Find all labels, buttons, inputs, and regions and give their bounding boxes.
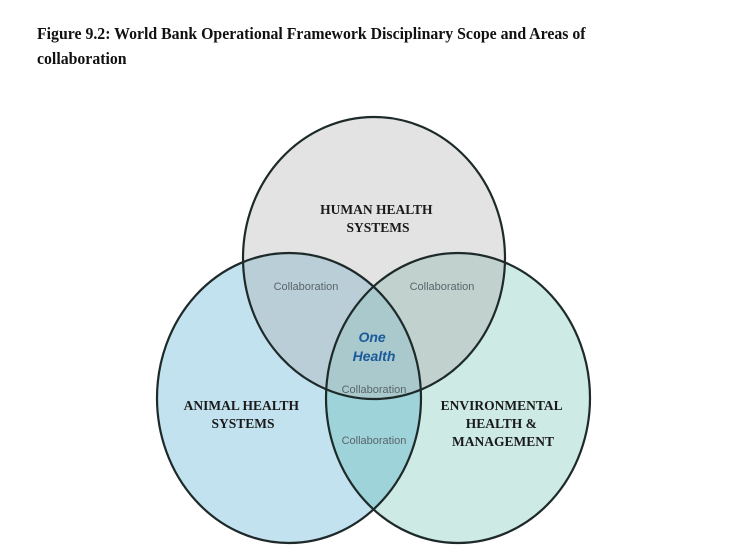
label-collab-human-animal: Collaboration	[274, 281, 339, 293]
overlap-center-one-health	[326, 253, 421, 399]
label-human-health: HUMAN HEALTH SYSTEMS	[320, 202, 436, 235]
label-environmental-health: ENVIRONMENTAL HEALTH & MANAGEMENT	[441, 398, 566, 449]
label-one-health: One Health	[353, 329, 396, 364]
label-collab-human-environment: Collaboration	[410, 281, 475, 293]
label-collab-animal-environment: Collaboration	[342, 435, 407, 447]
label-animal-health: ANIMAL HEALTH SYSTEMS	[184, 398, 303, 431]
circle-outlines	[155, 115, 592, 545]
figure-title: Figure 9.2: World Bank Operational Frame…	[37, 24, 586, 68]
label-collab-center: Collaboration	[342, 384, 407, 396]
